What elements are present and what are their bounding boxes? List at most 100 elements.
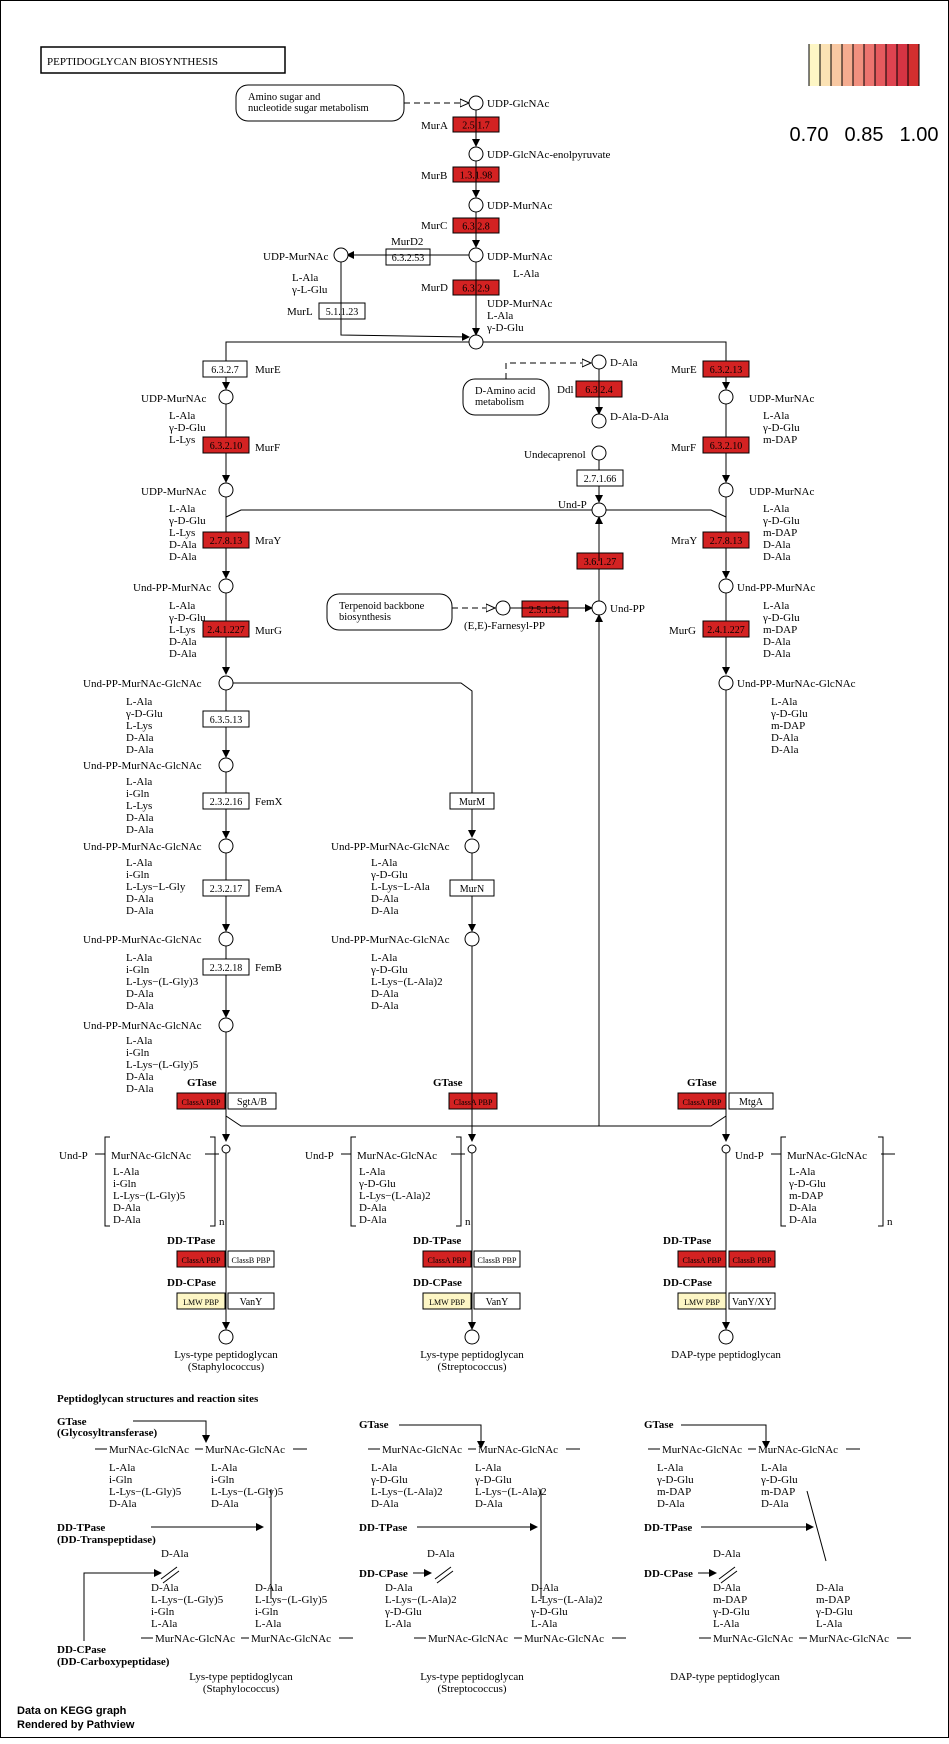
label-strep: (Streptococcus) [437,1361,506,1373]
label-l_lys_l_ala2: L-Lys−(L-Ala)2 [385,1594,457,1606]
label-d_ala_d_ala: D-Ala-D-Ala [610,411,669,423]
label-l_lys_l_ala2: L-Lys−(L-Ala)2 [371,1486,443,1498]
label-d_ala: D-Ala [371,905,399,917]
compound-node [468,95,484,111]
label-d_ala: D-Ala [126,1071,154,1083]
label-l_ala: L-Ala [169,600,195,612]
label-m_dap: m-DAP [816,1594,850,1606]
label-l_ala: L-Ala [763,410,789,422]
cleavage-mark [436,1570,454,1584]
label-d_ala: D-Ala [771,744,799,756]
gene-label: MurD [421,282,448,294]
enzyme-label: ClassA PBP [182,1098,221,1107]
label-i_gln: i-Gln [211,1474,235,1486]
label-murnac_glcnac: MurNAc-GlcNAc [758,1444,838,1456]
enzyme-label: 2.4.1.227 [707,625,745,636]
enzyme-label: ClassA PBP [182,1256,221,1265]
footer-line: Data on KEGG graph [17,1705,127,1717]
label-l_ala: L-Ala [169,410,195,422]
compound-node [218,838,234,854]
label-d_ala: D-Ala [126,905,154,917]
label-g_d_glu: γ-D-Glu [762,612,800,624]
label-i_gln: i-Gln [113,1178,137,1190]
compound-node [333,247,349,263]
cleavage-mark [434,1566,452,1580]
enzyme-box-classA [176,1092,226,1110]
label-lys_type: Lys-type peptidoglycan [420,1349,524,1361]
label-und_pp_murnac: Und-PP-MurNAc [133,582,211,594]
enzyme-box-murM [449,792,495,810]
label-murnac_glcnac: MurNAc-GlcNAc [428,1633,508,1645]
compound-node [218,757,234,773]
enzyme-box-e36127 [576,552,624,570]
compound-node [468,247,484,263]
label-ddtpase: DD-TPase [359,1522,407,1534]
connector-line [83,1569,162,1641]
connector-line [505,363,591,379]
label-i_gln: i-Gln [255,1606,279,1618]
label-d_ala: D-Ala [126,744,154,756]
label-l_ala: L-Ala [109,1462,135,1474]
label-g_d_glu: γ-D-Glu [770,708,808,720]
label-d_ala: D-Ala [126,893,154,905]
enzyme-label: 2.5.1.31 [529,605,562,616]
compound-node [495,600,511,616]
label-l_ala: L-Ala [761,1462,787,1474]
label-d_ala: D-Ala [789,1214,817,1226]
label-d_ala: D-Ala [385,1582,413,1594]
legend-swatch [820,44,831,86]
label-murnac_glcnac: MurNAc-GlcNAc [809,1633,889,1645]
label-l_ala: L-Ala [126,696,152,708]
enzyme-label: VanY [486,1297,509,1308]
label-l_lys: L-Lys [169,527,195,539]
label-murnac_glcnac: MurNAc-GlcNAc [787,1150,867,1162]
label-staph: (Staphylococcus) [203,1683,280,1695]
enzyme-label: ClassB PBP [733,1256,772,1265]
label-l_ala: L-Ala [126,952,152,964]
label-d_ala: D-Ala [763,551,791,563]
label-ddcpase: DD-CPase [359,1568,408,1580]
bracket-right [878,1136,884,1227]
enzyme-label: MtgA [739,1097,764,1108]
label-g_d_glu: γ-D-Glu [370,964,408,976]
label-i_gln: i-Gln [126,869,150,881]
label-udp_murnac: UDP-MurNAc [141,486,207,498]
compound-node [591,600,607,616]
label-udp_murnac: UDP-MurNAc [263,251,329,263]
label-l_ala: L-Ala [211,1462,237,1474]
label-l_ala: L-Ala [126,776,152,788]
enzyme-box-e27813 [702,531,750,549]
gene-label: MurE [255,364,281,376]
enzyme-label: ClassB PBP [232,1256,271,1265]
label-d_ala: D-Ala [169,636,197,648]
pathway-link-label: metabolism [475,397,524,408]
label-l_ala: L-Ala [113,1166,139,1178]
label-l_ala: L-Ala [531,1618,557,1630]
label-d_ala: D-Ala [126,812,154,824]
label-d_ala: D-Ala [126,732,154,744]
label-g_d_glu: γ-D-Glu [474,1474,512,1486]
enzyme-box-e27166 [576,469,624,487]
label-d_ala: D-Ala [113,1202,141,1214]
connector-line [225,1115,727,1127]
pathway-link-box [326,593,453,631]
label-l_ala: L-Ala [816,1618,842,1630]
legend-label: 0.85 [845,124,884,146]
compound-node [464,1329,480,1345]
label-d_ala: D-Ala [169,551,197,563]
label-undecaprenol: Undecaprenol [524,449,586,461]
enzyme-label: 2.7.1.66 [584,474,617,485]
label-murnac_glcnac: MurNAc-GlcNAc [111,1150,191,1162]
gtase-label: GTase [433,1077,463,1089]
label-l_lys_l_ala: L-Lys−L-Ala [371,881,430,893]
label-und_pp_murnac_glcnac: Und-PP-MurNAc-GlcNAc [83,760,202,772]
label-d_ala: D-Ala [359,1214,387,1226]
label-gtase: GTase [359,1419,389,1431]
gene-label: MurG [669,625,696,637]
label-l_lys_l_ala2: L-Lys−(L-Ala)2 [475,1486,547,1498]
label-dap_type: DAP-type peptidoglycan [670,1671,780,1683]
label-udp_murnac: UDP-MurNAc [487,298,553,310]
legend-swatch [897,44,908,86]
connector-line [399,1424,485,1449]
